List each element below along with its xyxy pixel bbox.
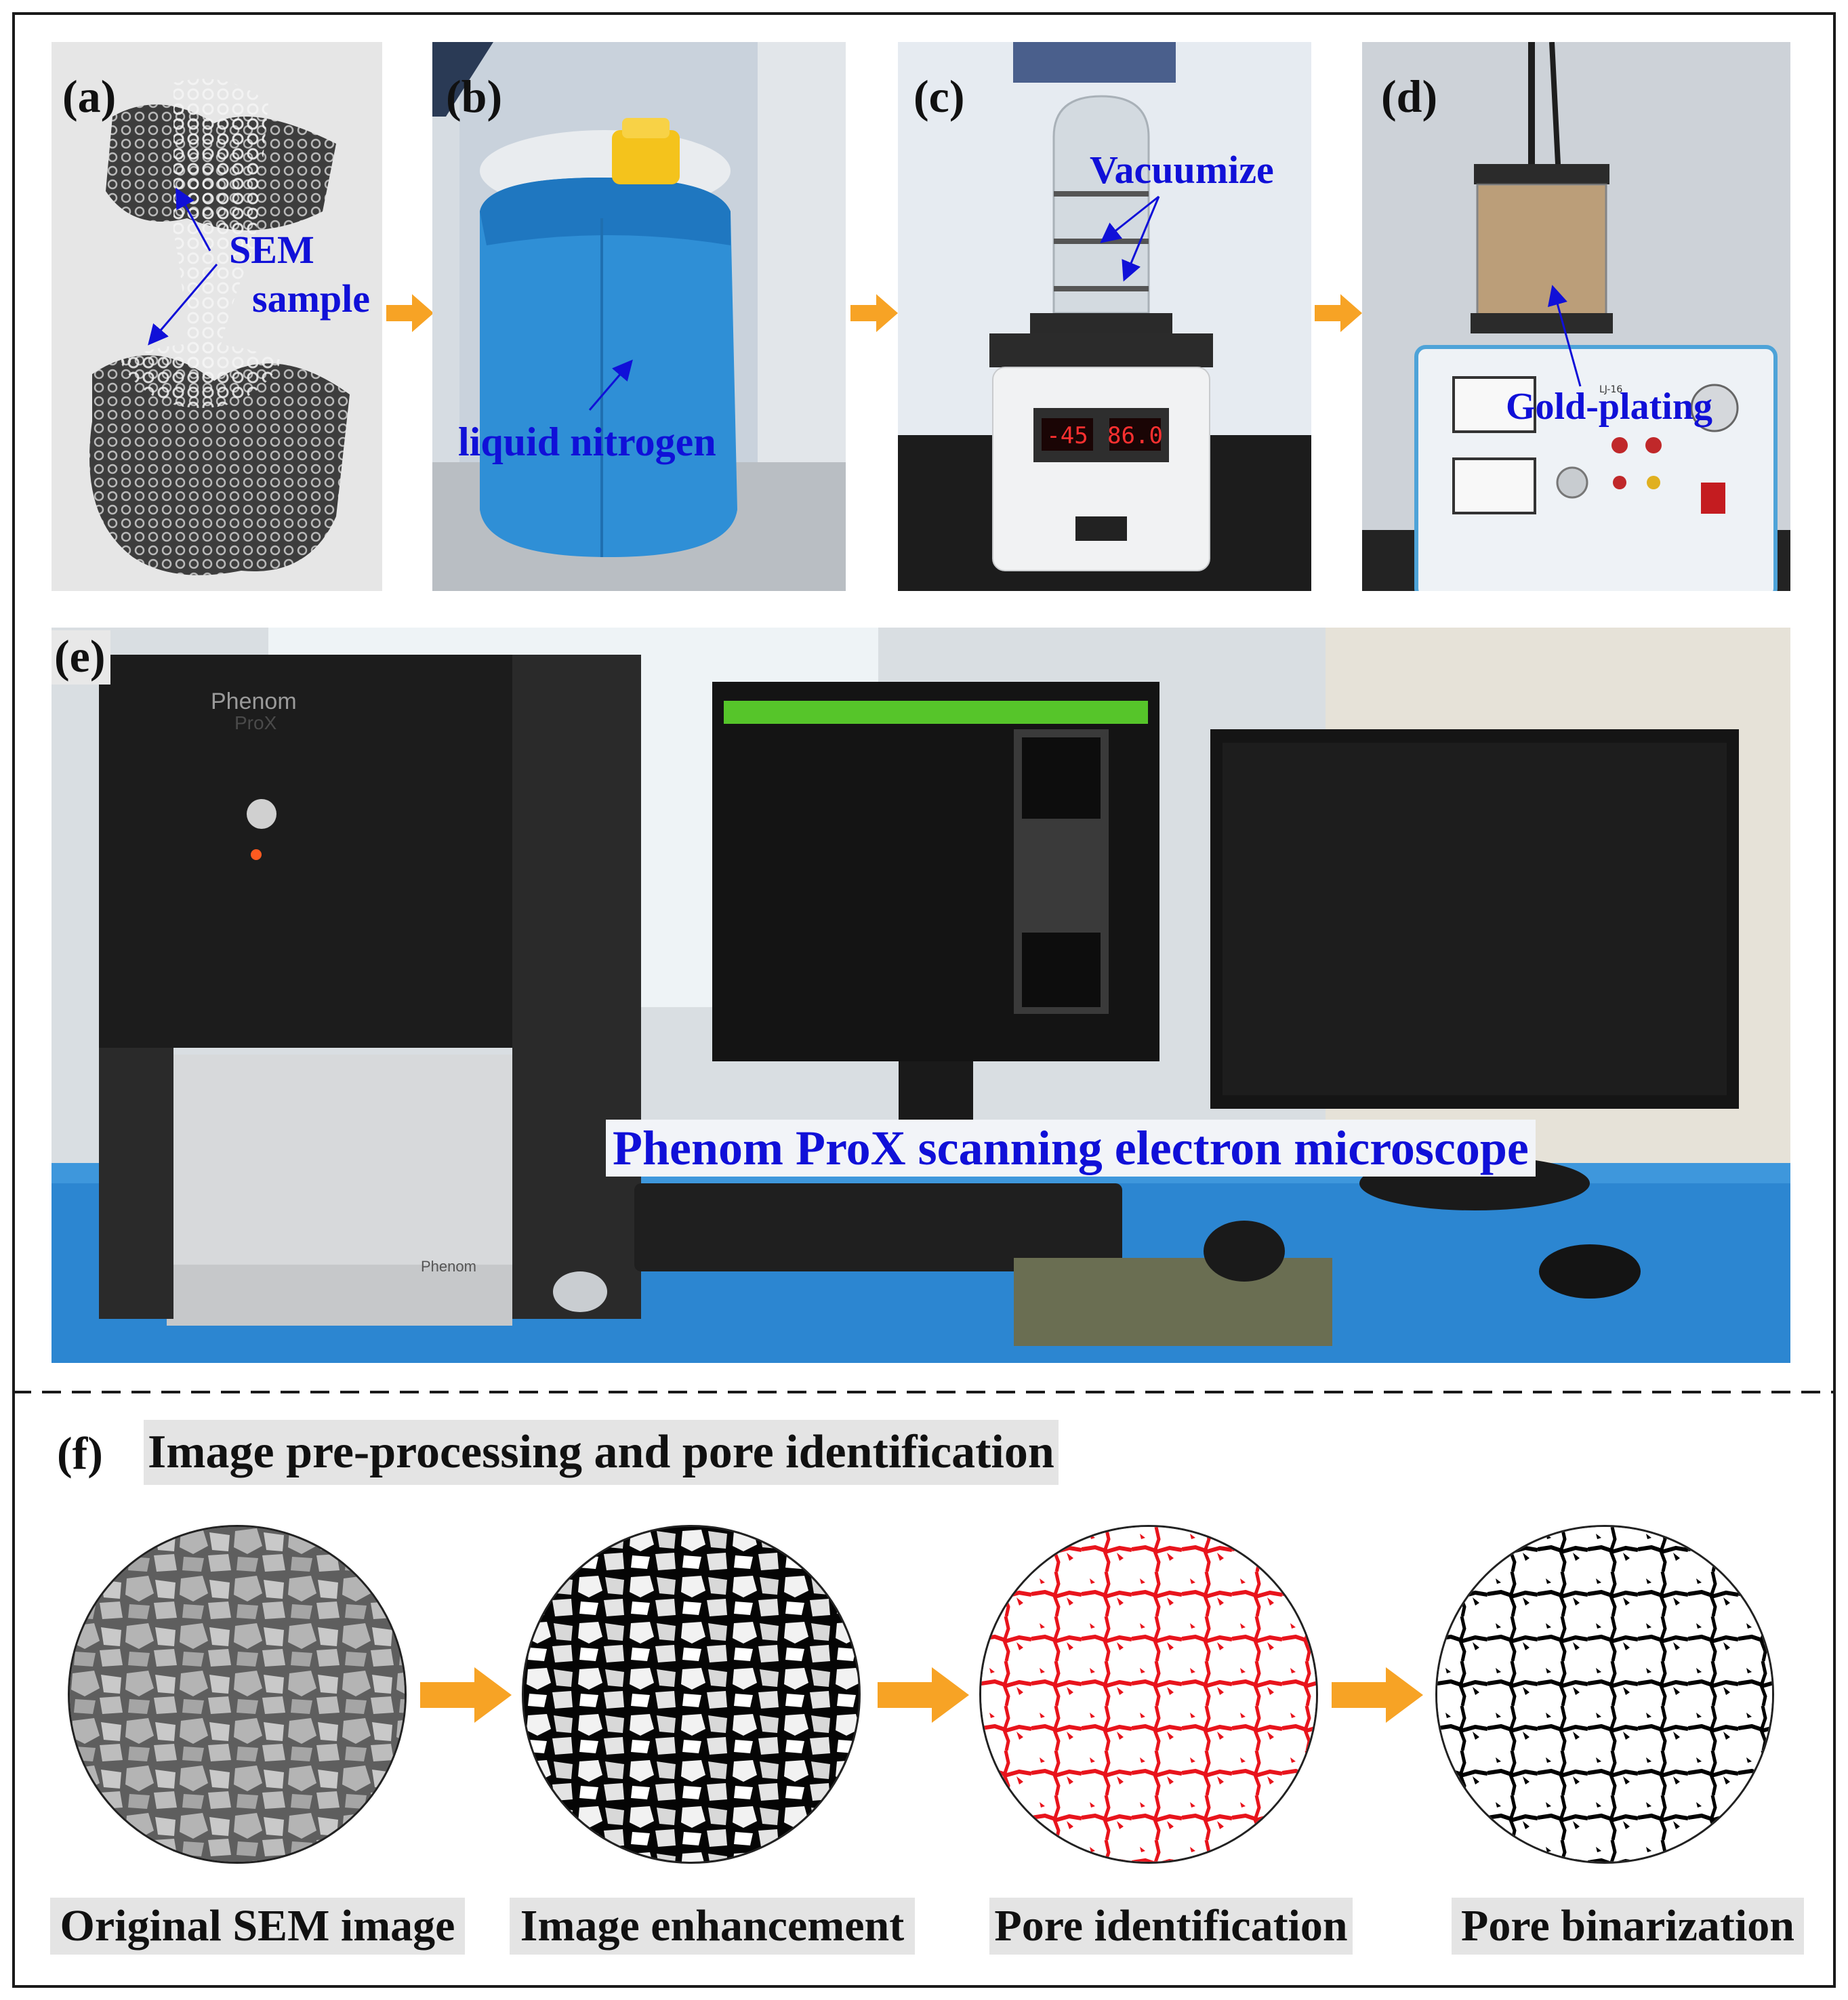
vacuum-display-right: 86.0 — [1107, 422, 1163, 449]
panel-b-pointer-arrow — [588, 359, 633, 411]
panel-a-photo — [52, 42, 382, 591]
enhanced-sem-image — [522, 1525, 861, 1864]
caption-original-sem: Original SEM image — [50, 1898, 465, 1955]
arrow-b-to-c — [850, 294, 898, 332]
panel-a-pointer-arrows — [148, 187, 218, 346]
panel-c-annotation: Vacuumize — [1090, 148, 1274, 192]
arrow-original-to-enhanced — [420, 1667, 512, 1723]
panel-e-annotation: Phenom ProX scanning electron microscope — [606, 1120, 1536, 1177]
panel-b-annotation: liquid nitrogen — [458, 420, 716, 464]
panel-e-photo: Phenom ProX Phenom — [52, 628, 1790, 1363]
panel-a-label: (a) — [62, 70, 117, 122]
panel-a-annotation-line2: sample — [252, 277, 370, 321]
figure-frame — [12, 12, 1836, 1988]
freeze-dryer-illustration: -45 86.0 — [898, 42, 1311, 591]
panel-d-pointer-arrow — [1547, 285, 1582, 387]
panel-c-pointer-arrows — [1100, 195, 1160, 282]
panel-f-label: (f) — [57, 1427, 103, 1479]
coater-tag: LJ-16 — [1599, 384, 1622, 395]
caption-pore-identification: Pore identification — [989, 1898, 1353, 1955]
liquid-nitrogen-tank-illustration — [432, 42, 846, 591]
panel-d-photo: LJ-16 — [1362, 42, 1790, 591]
panel-c-label: (c) — [913, 70, 965, 122]
section-divider — [12, 1391, 1836, 1393]
sem-workstation-illustration: Phenom ProX Phenom — [52, 628, 1790, 1363]
original-sem-image — [68, 1525, 407, 1864]
panel-d-annotation: Gold-plating — [1506, 386, 1712, 428]
sem-brand-text: Phenom — [211, 689, 297, 714]
arrow-c-to-d — [1315, 294, 1362, 332]
panel-d-label: (d) — [1381, 70, 1438, 122]
panel-e-label: (e) — [52, 630, 111, 685]
panel-a-annotation-line1: SEM — [229, 228, 314, 272]
vacuum-display-left: -45 — [1046, 422, 1088, 449]
panel-b-photo — [432, 42, 846, 591]
arrow-a-to-b — [386, 294, 434, 332]
pore-identification-image — [979, 1525, 1318, 1864]
sem-model-text: ProX — [234, 712, 277, 733]
caption-pore-binarization: Pore binarization — [1452, 1898, 1804, 1955]
sem-sample-bag-illustration — [52, 42, 382, 591]
caption-enhancement: Image enhancement — [510, 1898, 915, 1955]
pore-binarization-image — [1435, 1525, 1774, 1864]
panel-b-label: (b) — [446, 70, 503, 122]
arrow-identification-to-binarization — [1332, 1667, 1423, 1723]
sem-front-brand: Phenom — [421, 1258, 476, 1275]
panel-f-title: Image pre-processing and pore identifica… — [144, 1420, 1059, 1485]
gold-sputter-coater-illustration: LJ-16 — [1362, 42, 1790, 591]
arrow-enhanced-to-identification — [878, 1667, 969, 1723]
panel-c-photo: -45 86.0 — [898, 42, 1311, 591]
